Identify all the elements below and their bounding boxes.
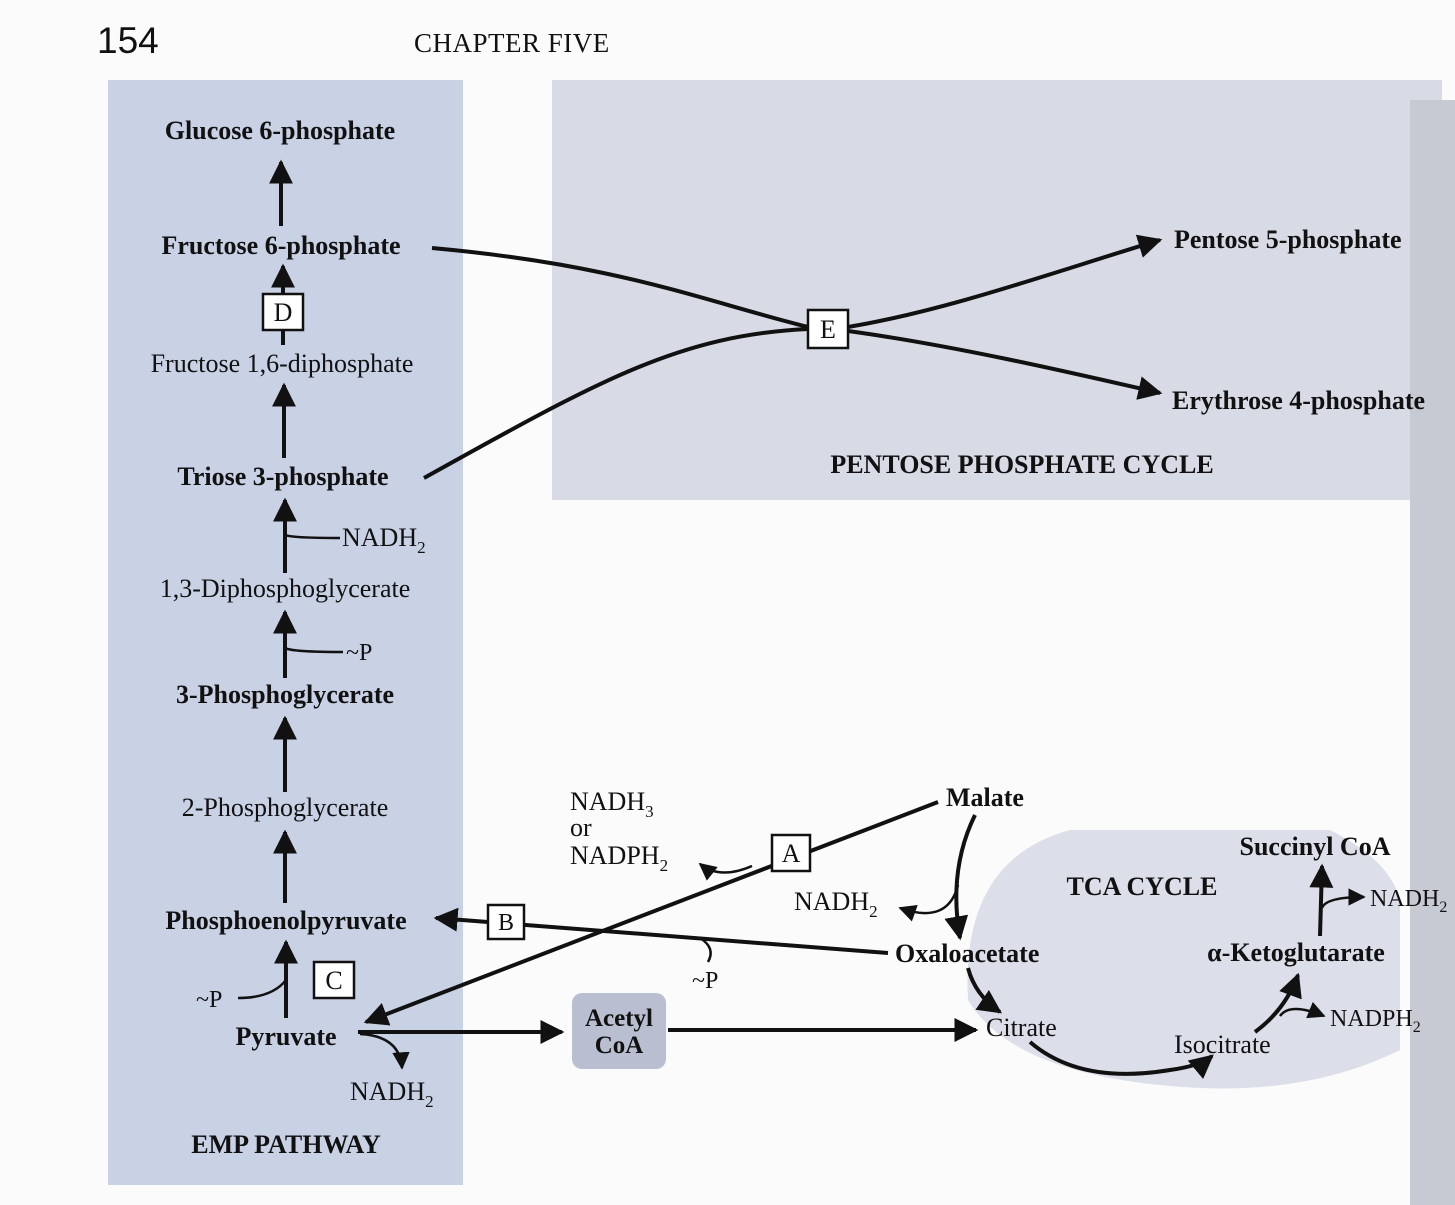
curve-triose-to-e: [423, 327, 809, 480]
enzyme-box-c: [312, 960, 356, 1000]
nadh2-pyruvate-label: NADH2: [350, 1077, 434, 1111]
arrow-ketoglutarate-nadh2: [1320, 888, 1366, 909]
acetyl-coa-box: [572, 993, 666, 1069]
curve-f6p-to-e: [431, 246, 809, 329]
nadh2-branch-line: [284, 533, 341, 540]
diphosphoglycerate-1-3-label: 1,3-Diphosphoglycerate: [160, 574, 411, 603]
fructose-1-6-diphosphate-label: Fructose 1,6-diphosphate: [151, 349, 414, 378]
arrow-malate-to-pyruvate: [363, 800, 939, 1026]
arrow-ketoglutarate-to-succinylcoa: [1309, 863, 1334, 937]
pentose-phosphate-cycle-title: PENTOSE PHOSPHATE CYCLE: [830, 450, 1213, 479]
erythrose-4-phosphate-label: Erythrose 4-phosphate: [1172, 386, 1425, 415]
triose-3-phosphate-label: Triose 3-phosphate: [177, 462, 388, 491]
enzyme-label-b: B: [498, 910, 514, 936]
phosphoglycerate-3-label: 3-Phosphoglycerate: [176, 680, 394, 709]
enzyme-box-a: [770, 833, 812, 873]
pep-carboxykinase-phosphate-label: ~P: [692, 968, 718, 994]
malic-enzyme-or-label: or: [570, 813, 592, 842]
chapter-title: CHAPTER FIVE: [414, 28, 610, 58]
acetyl-coa-label-line1: Acetyl: [585, 1005, 653, 1032]
phosphoenolpyruvate-label: Phosphoenolpyruvate: [165, 906, 406, 935]
glucose-6-phosphate-label: Glucose 6-phosphate: [165, 116, 395, 145]
phosphoglycerate-2-label: 2-Phosphoglycerate: [182, 793, 389, 822]
emp-pathway-title: EMP PATHWAY: [191, 1130, 381, 1159]
pentose-5-phosphate-label: Pentose 5-phosphate: [1174, 225, 1402, 254]
alpha-ketoglutarate-label: α-Ketoglutarate: [1207, 938, 1385, 967]
nadh2-ketoglutarate-label: NADH2: [1370, 886, 1447, 916]
phosphate-pyruvate-label: ~P: [196, 987, 222, 1013]
enzyme-box-b: [486, 903, 526, 941]
tca-cycle-title: TCA CYCLE: [1067, 872, 1218, 901]
enzyme-box-e: [806, 308, 850, 350]
phosphate-branch-line: [284, 646, 344, 654]
succinyl-coa-label: Succinyl CoA: [1240, 832, 1391, 861]
citrate-label: Citrate: [986, 1013, 1057, 1042]
arrow-citrate-to-isocitrate: [1028, 1040, 1214, 1080]
enzyme-label-c: C: [325, 966, 342, 995]
page-shadow-edge: [1410, 100, 1455, 1205]
pyruvate-label: Pyruvate: [235, 1022, 336, 1051]
arrow-isocitrate-to-ketoglutarate: [1253, 972, 1302, 1034]
tca-cycle-panel: [967, 830, 1400, 1089]
arrow-malate-to-oxaloacetate: [944, 814, 977, 941]
enzyme-label-a: A: [782, 839, 801, 868]
nadph2-isocitrate-label: NADPH2: [1330, 1006, 1421, 1036]
isocitrate-label: Isocitrate: [1174, 1030, 1271, 1059]
arrow-malate-nadh2: [898, 884, 960, 922]
arrow-pyruvate-nadh2: [359, 1032, 410, 1070]
arrow-oxaloacetate-to-citrate: [966, 967, 1002, 1014]
arrow-malic-enzyme-nadh: [698, 862, 753, 881]
acetyl-coa-label-line2: CoA: [595, 1032, 644, 1059]
phosphate-3pg-label: ~P: [346, 640, 372, 666]
fructose-6-phosphate-label: Fructose 6-phosphate: [161, 231, 400, 260]
enzyme-label-d: D: [274, 298, 293, 327]
oxaloacetate-label: Oxaloacetate: [895, 939, 1039, 968]
nadh2-triose-label: NADH2: [342, 523, 426, 557]
page-number: 154: [97, 20, 159, 61]
enzyme-box-d: [261, 292, 305, 332]
arrow-e-to-pentose: [847, 234, 1163, 329]
phosphate-pyruvate-branch-line: [237, 979, 287, 1000]
malic-enzyme-nadph2-label: NADPH2: [570, 841, 668, 875]
nadh2-malate-label: NADH2: [794, 887, 878, 921]
malate-label: Malate: [946, 783, 1024, 812]
enzyme-label-e: E: [820, 315, 836, 344]
arrow-e-to-erythrose: [847, 329, 1163, 400]
pep-phosphate-branch-line: [699, 936, 712, 963]
arrow-isocitrate-nadph2: [1278, 1001, 1326, 1019]
malic-enzyme-nadh3-label: NADH3: [570, 787, 654, 821]
page-header: 154 CHAPTER FIVE: [0, 0, 1455, 80]
